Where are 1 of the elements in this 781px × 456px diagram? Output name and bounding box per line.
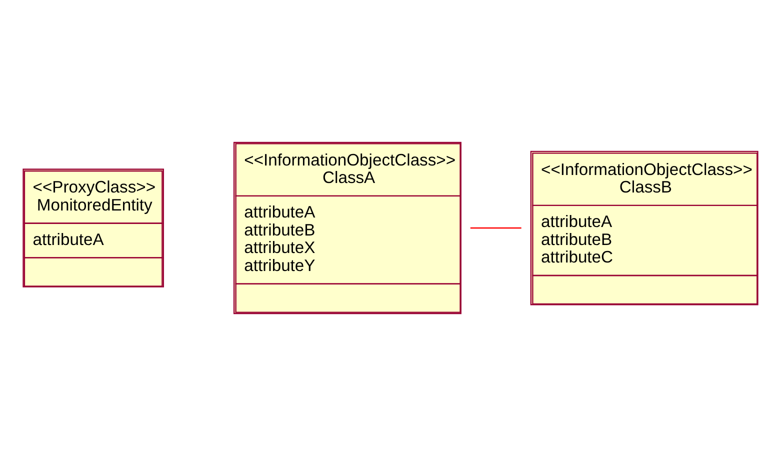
connector bbox=[470, 227, 522, 229]
